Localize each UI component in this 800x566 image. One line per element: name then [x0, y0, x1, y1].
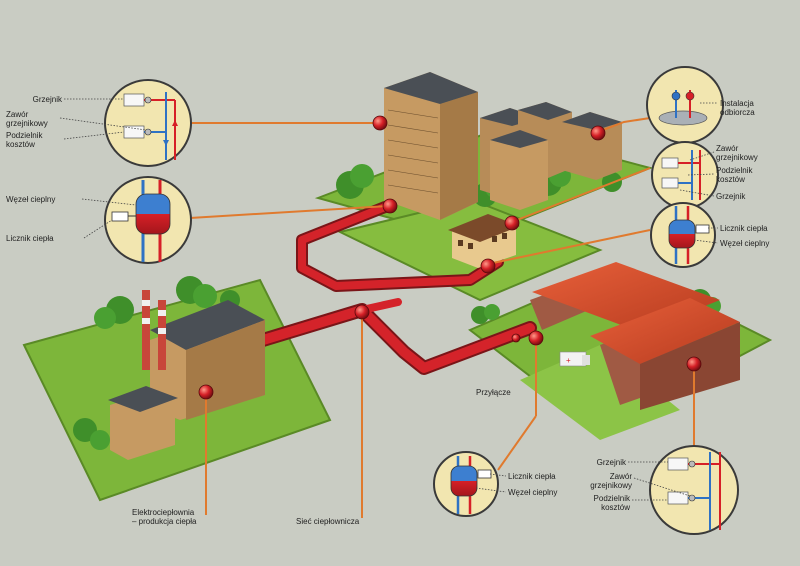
- label-power-plant: Elektrociepłownia – produkcja ciepła: [132, 508, 197, 526]
- label-heat-meter-right: Licznik ciepła: [720, 224, 768, 233]
- svg-text:+: +: [566, 356, 571, 365]
- callout-substation-mid-left: [104, 176, 192, 264]
- label-heat-network: Sieć ciepłownicza: [296, 517, 360, 526]
- location-markers: [198, 115, 702, 400]
- marker-tower-substation: [382, 198, 398, 214]
- marker-blocks: [590, 125, 606, 141]
- callout-installation-top-right: [646, 66, 724, 144]
- grass-plot-hospital-front: [520, 345, 680, 440]
- label-installation: Instalacja odbiorcza: [720, 99, 755, 117]
- callout-radiator-bottom-right: [649, 445, 739, 535]
- label-radiator-valve-top-left: Zawór grzejnikowy: [6, 110, 48, 128]
- label-connection: Przyłącze: [476, 388, 511, 397]
- callout-radiator-right: [651, 141, 719, 209]
- residential-buildings: [384, 72, 622, 220]
- marker-connection: [511, 333, 521, 343]
- marker-hospital-substation: [528, 330, 544, 346]
- marker-junction: [354, 304, 370, 320]
- label-radiator-valve-bottom-right: Zawór grzejnikowy: [590, 472, 632, 490]
- marker-tower: [372, 115, 388, 131]
- label-cost-allocator-bottom-right: Podzielnik kosztów: [593, 494, 630, 512]
- label-cost-allocator-top-left: Podzielnik kosztów: [6, 131, 43, 149]
- callout-substation-bottom: [433, 451, 499, 517]
- callout-radiator-top-left: [104, 79, 192, 167]
- marker-power-plant: [198, 384, 214, 400]
- marker-townhouse-radiator: [504, 215, 520, 231]
- callout-substation-right: [650, 202, 716, 268]
- label-radiator-bottom-right: Grzejnik: [596, 458, 626, 467]
- label-heat-meter-bottom: Licznik ciepła: [508, 472, 556, 481]
- label-substation-mid-left: Węzeł cieplny: [6, 195, 56, 204]
- label-cost-allocator-right: Podzielnik kosztów: [716, 166, 753, 184]
- marker-townhouse-substation: [480, 258, 496, 274]
- marker-hospital-radiator: [686, 356, 702, 372]
- callout-lines: [189, 117, 695, 518]
- label-substation-right: Węzeł cieplny: [720, 239, 770, 248]
- label-radiator-top-left: Grzejnik: [32, 95, 62, 104]
- label-heat-meter-mid-left: Licznik ciepła: [6, 234, 54, 243]
- label-radiator-right: Grzejnik: [716, 192, 746, 201]
- label-substation-bottom: Węzeł cieplny: [508, 488, 558, 497]
- label-leaders: [59, 98, 719, 501]
- townhouse: [448, 214, 520, 268]
- label-radiator-valve-right: Zawór grzejnikowy: [716, 144, 758, 162]
